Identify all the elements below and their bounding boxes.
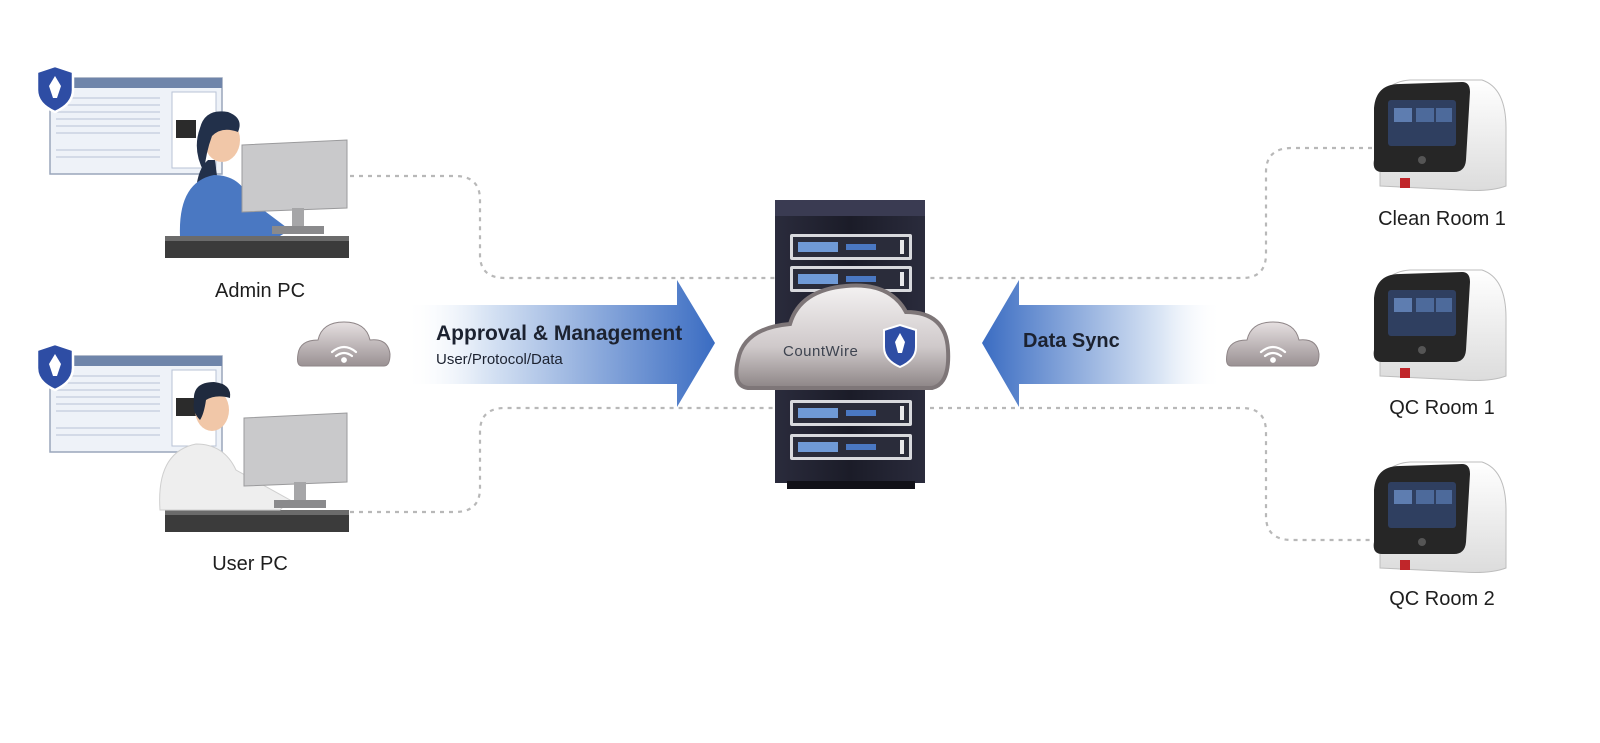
device-screen [1388,482,1456,528]
line-qc-room-1-to-server [930,406,1372,542]
device-qc-room-2 [1373,461,1507,573]
admin-window-titlebar [50,78,222,88]
line-clean-room-to-server [930,146,1372,280]
approval-management-arrow [405,280,715,407]
line-admin-to-server [350,174,785,280]
user-body [159,443,291,511]
user-desk [165,510,349,532]
user-monitor [243,412,348,487]
server-unit [790,266,912,292]
pen-nib-icon [895,333,905,353]
wifi-icon [1259,345,1287,363]
pen-nib-icon [49,354,61,376]
user-hair [193,382,231,420]
server-unit [790,434,912,460]
clean-room-1-label: Clean Room 1 [1378,208,1506,230]
device-screen [1388,290,1456,336]
countwire-brand: CountWire [783,343,859,360]
admin-monitor [241,139,348,213]
data-sync-arrow [982,280,1222,407]
qc-room-2-label: QC Room 2 [1389,588,1495,610]
user-pc-illustration [35,342,349,532]
admin-body [179,175,290,236]
line-user-to-server [350,406,785,514]
admin-pc-illustration [35,64,349,258]
wireless-cloud-right [1226,321,1320,367]
device-clean-room-1 [1373,79,1507,191]
device-qc-room-1 [1373,269,1507,381]
server-unit [790,400,912,426]
pen-nib-icon [49,76,61,98]
wireless-cloud-left [297,321,391,367]
admin-desk [165,236,349,258]
connector-lines [350,146,1372,542]
qc-room-1-label: QC Room 1 [1389,397,1495,419]
user-pc-label: User PC [212,553,288,575]
device-screen [1388,100,1456,146]
approval-management-title: Approval & Management [436,322,683,345]
wifi-icon [330,345,358,363]
data-sync-title: Data Sync [1023,330,1120,352]
server-unit [790,234,912,260]
admin-pc-label: Admin PC [214,280,306,302]
countwire-cloud [734,283,951,390]
approval-management-subtitle: User/Protocol/Data [436,351,563,368]
